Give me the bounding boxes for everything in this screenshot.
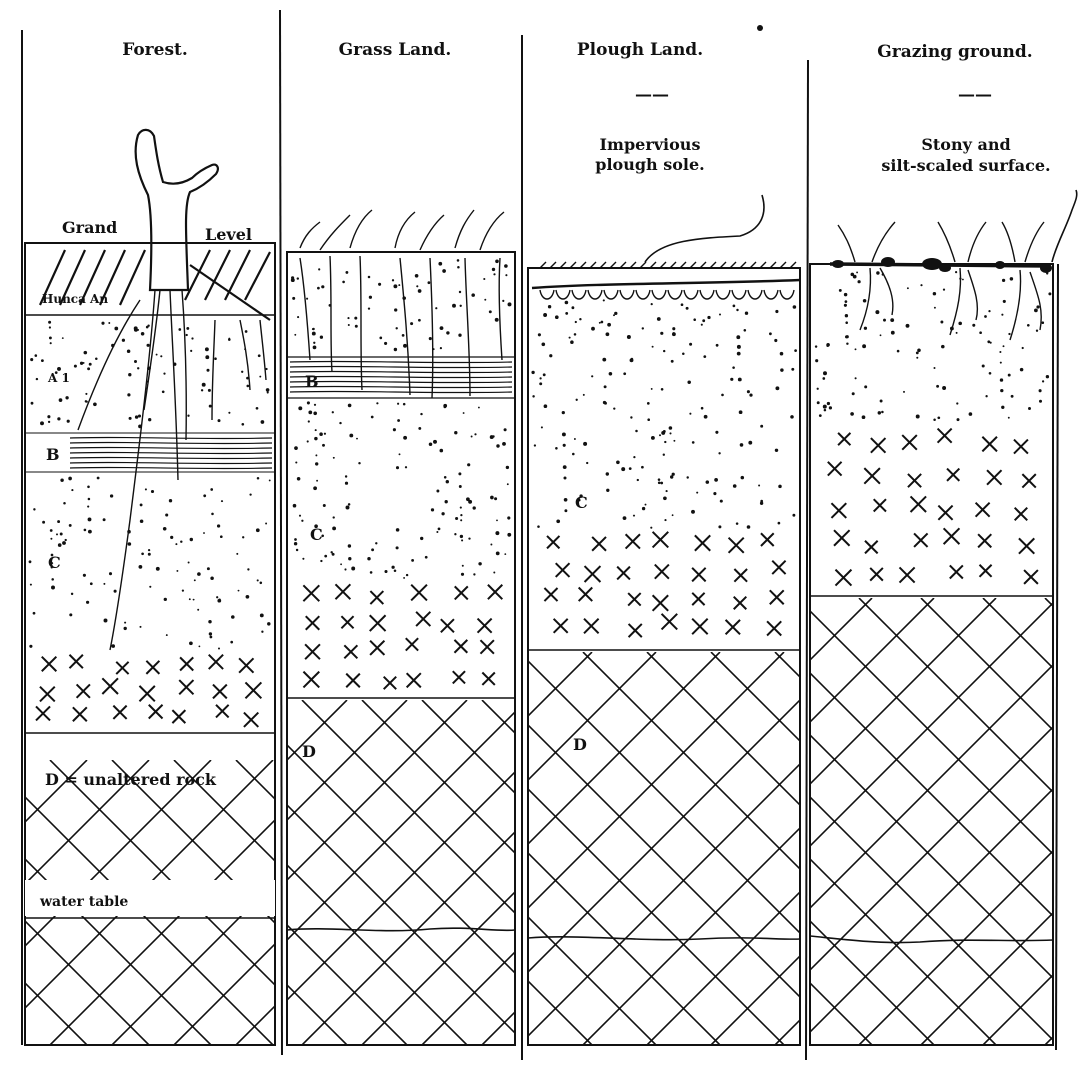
root-lines [78, 210, 1044, 650]
plough-profile-box [528, 268, 800, 1045]
b-horizon-bands [70, 361, 512, 468]
label-c-forest: C [48, 553, 61, 572]
grazing-note-line2: silt-scaled surface. [881, 156, 1050, 175]
label-c-plough: C [575, 493, 588, 512]
plough-sole-band [532, 280, 800, 288]
column-title-grazing: Grazing ground. [877, 42, 1032, 62]
label-b-grass: B [305, 372, 319, 391]
grazing-dash: —— [958, 85, 992, 105]
soil-stipple [29, 259, 1052, 649]
plough-water-table-line [528, 937, 800, 940]
ink-dot [757, 25, 763, 31]
gravel-crosses [36, 429, 1038, 727]
grass-water-table-line [287, 928, 515, 931]
grazing-callout-line [1052, 190, 1077, 262]
rock-hatching [0, 598, 1082, 1045]
column-title-forest: Forest. [122, 40, 188, 60]
tree-trunk-icon [136, 130, 218, 290]
column-title-grass: Grass Land. [339, 40, 452, 60]
plough-note-line2: plough sole. [595, 155, 704, 174]
grazing-profile-box [810, 264, 1053, 1045]
label-d-forest: D = unaltered rock [45, 770, 217, 789]
label-grand: Grand [62, 218, 117, 237]
forest-profile-box [25, 243, 275, 1045]
label-a1: A 1 [47, 371, 70, 385]
label-humus: Hunca An [42, 292, 108, 306]
label-d-plough: D [573, 735, 587, 754]
column-grass-land: Grass Land. B C D [287, 40, 515, 1045]
grazing-note-line1: Stony and [921, 135, 1010, 154]
label-c-grass: C [310, 525, 323, 544]
label-d-grass: D [302, 742, 316, 761]
plough-dash: —— [635, 85, 669, 105]
label-water-table: water table [39, 894, 128, 910]
label-b-forest: B [46, 445, 60, 464]
column-title-plough: Plough Land. [577, 40, 703, 60]
label-level: Level [205, 225, 252, 244]
plough-note-line1: Impervious [600, 135, 701, 154]
plough-callout-line [645, 195, 764, 262]
